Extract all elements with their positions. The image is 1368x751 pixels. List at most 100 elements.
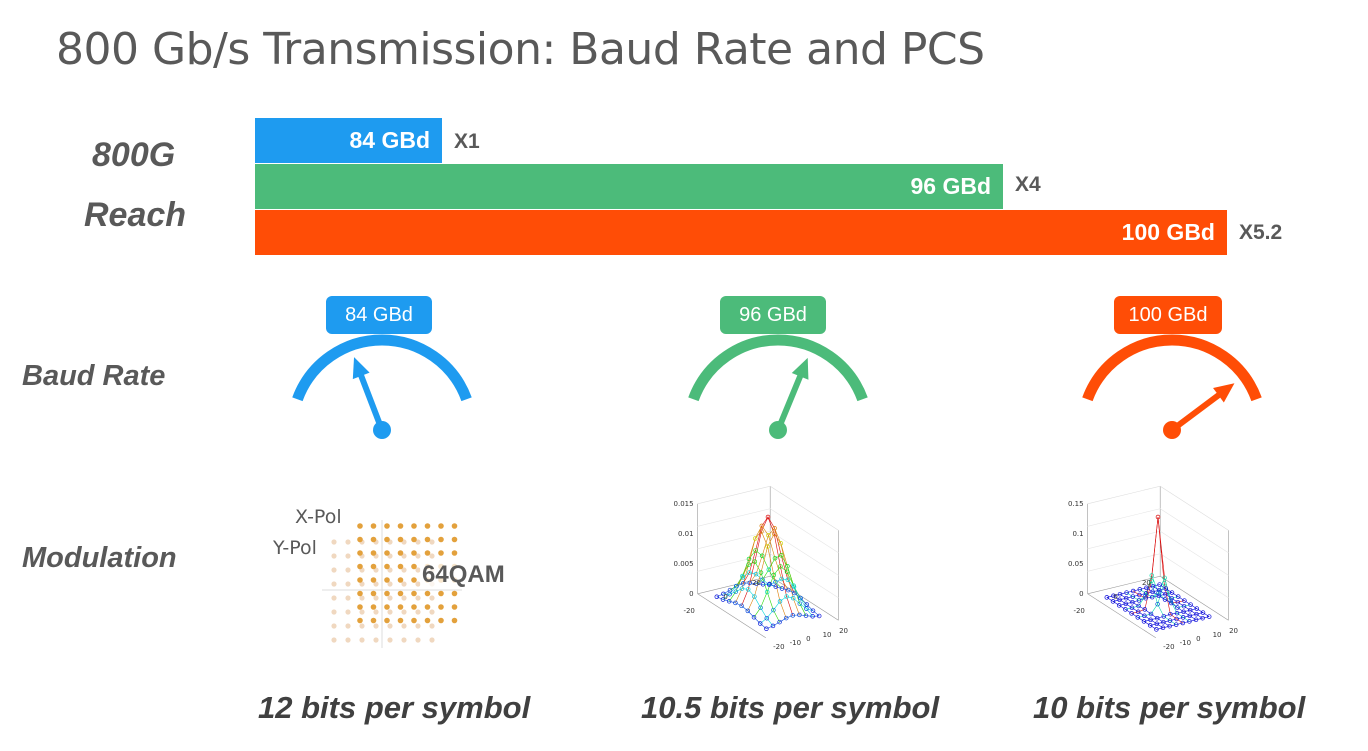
pcs-point xyxy=(1136,603,1141,609)
pcs-y-tick: -20 xyxy=(1163,643,1174,651)
qam-xpol-point xyxy=(438,523,444,529)
pcs-point xyxy=(1155,514,1161,520)
qam-ypol-point xyxy=(345,539,351,545)
pcs-mesh xyxy=(716,516,820,630)
pcs-point xyxy=(1111,593,1116,599)
pcs-point xyxy=(746,562,751,567)
qam-xpol-point xyxy=(451,617,458,624)
pcs-point xyxy=(1180,615,1186,620)
qam-ypol-point xyxy=(331,553,337,559)
pcs-axes-frame xyxy=(1087,485,1229,639)
qam-ypol-point xyxy=(345,581,351,587)
pcs-point xyxy=(1148,617,1153,623)
gauge-pivot xyxy=(373,421,391,439)
pcs-point xyxy=(778,553,784,558)
qam-xpol-point xyxy=(397,577,404,583)
pcs-point xyxy=(778,564,783,569)
qam-xpol-point xyxy=(451,523,458,529)
pcs-point xyxy=(771,572,777,578)
qam-ypol-point xyxy=(415,637,421,643)
gauge-needle xyxy=(355,368,385,432)
gauge-needle-arrow xyxy=(1213,383,1235,403)
qam-xpol-point xyxy=(357,617,363,624)
pcs-point xyxy=(758,605,763,610)
qam-ypol-point xyxy=(415,567,421,573)
qam-xpol-point xyxy=(424,604,431,610)
pcs-point xyxy=(778,541,784,546)
qam-xpol-point xyxy=(384,604,390,610)
pcs-point xyxy=(1143,591,1149,596)
pcs-point xyxy=(1110,599,1116,604)
caption-64qam: 12 bits per symbol xyxy=(258,690,531,725)
qam-ypol-point xyxy=(429,595,435,601)
pcs-point xyxy=(764,615,770,621)
qam-xpol-point xyxy=(384,617,390,624)
qam-ypol-point xyxy=(373,595,379,601)
pcs-z-tick: 0.01 xyxy=(678,530,694,538)
qam-xpol-point xyxy=(384,590,390,597)
qam-xpol-point xyxy=(411,577,417,583)
pcs-point xyxy=(1167,618,1173,623)
pcs-point xyxy=(765,544,770,549)
pcs-point xyxy=(752,594,757,599)
pcs-point xyxy=(1200,610,1206,615)
pcs-point xyxy=(733,600,738,606)
qam-xpol-point xyxy=(357,590,363,597)
pcs-point xyxy=(1130,588,1136,594)
reach-bar-100: 100 GBd xyxy=(255,210,1227,255)
reach-multiplier: X4 xyxy=(1015,173,1041,196)
gauge-arc xyxy=(1082,334,1262,402)
pcs-y-tick: 10 xyxy=(1213,631,1222,639)
pcs-point xyxy=(810,608,816,613)
pcs-point xyxy=(810,614,815,619)
pcs-point xyxy=(753,571,759,577)
pcs-point xyxy=(1156,587,1162,593)
pcs-point xyxy=(779,586,785,591)
pcs-point xyxy=(804,606,809,611)
qam-ypol-point xyxy=(373,581,379,587)
qam-ypol-point xyxy=(415,539,421,545)
pcs-point xyxy=(1123,601,1129,607)
qam-xpol-point xyxy=(438,617,444,624)
pcs-point xyxy=(790,595,796,601)
pcs-point xyxy=(1142,613,1147,619)
pcs-point xyxy=(771,607,776,613)
pcs-point xyxy=(1136,598,1142,603)
pcs-point xyxy=(753,548,758,553)
pcs-point xyxy=(1104,595,1110,600)
pcs-z-tick: 0.015 xyxy=(674,500,694,508)
qam-ypol-point xyxy=(429,637,435,643)
pcs-point xyxy=(739,603,744,609)
pcs-point xyxy=(721,591,726,597)
pcs-z-tick: 0 xyxy=(1079,590,1083,598)
qam-ypol-point xyxy=(401,567,407,573)
pcs-point xyxy=(745,587,751,592)
pcs-point xyxy=(790,613,796,618)
pcs-point xyxy=(797,601,803,606)
gauge-needle-arrow xyxy=(352,357,370,380)
pcs-point xyxy=(766,533,771,538)
pcs-point xyxy=(1181,609,1186,615)
reach-bar-96: 96 GBd xyxy=(255,164,1003,209)
gauge-arc xyxy=(292,334,472,402)
pcs-point xyxy=(764,626,769,632)
qam-xpol-point xyxy=(370,550,377,556)
qam-xpol-point xyxy=(384,536,390,543)
reach-multiplier: X5.2 xyxy=(1239,221,1283,244)
qam-ypol-point xyxy=(415,581,421,587)
pcs-point xyxy=(772,555,778,561)
pcs-point xyxy=(1163,586,1169,591)
qam-xpol-point xyxy=(451,590,458,597)
pcs-point xyxy=(759,553,765,559)
pcs-point xyxy=(1168,598,1174,604)
gauge-100 xyxy=(1082,334,1262,439)
qam-ypol-point xyxy=(387,623,393,629)
pcs-point xyxy=(792,590,797,596)
reach-multiplier: X1 xyxy=(454,130,480,153)
pcs-point xyxy=(1174,616,1179,622)
qam-ypol-point xyxy=(429,539,435,545)
qam-xpol-point xyxy=(384,563,390,570)
qam-xpol-point xyxy=(424,536,431,543)
qam-xpol-point xyxy=(397,604,404,610)
qam-ypol-point xyxy=(401,595,407,601)
